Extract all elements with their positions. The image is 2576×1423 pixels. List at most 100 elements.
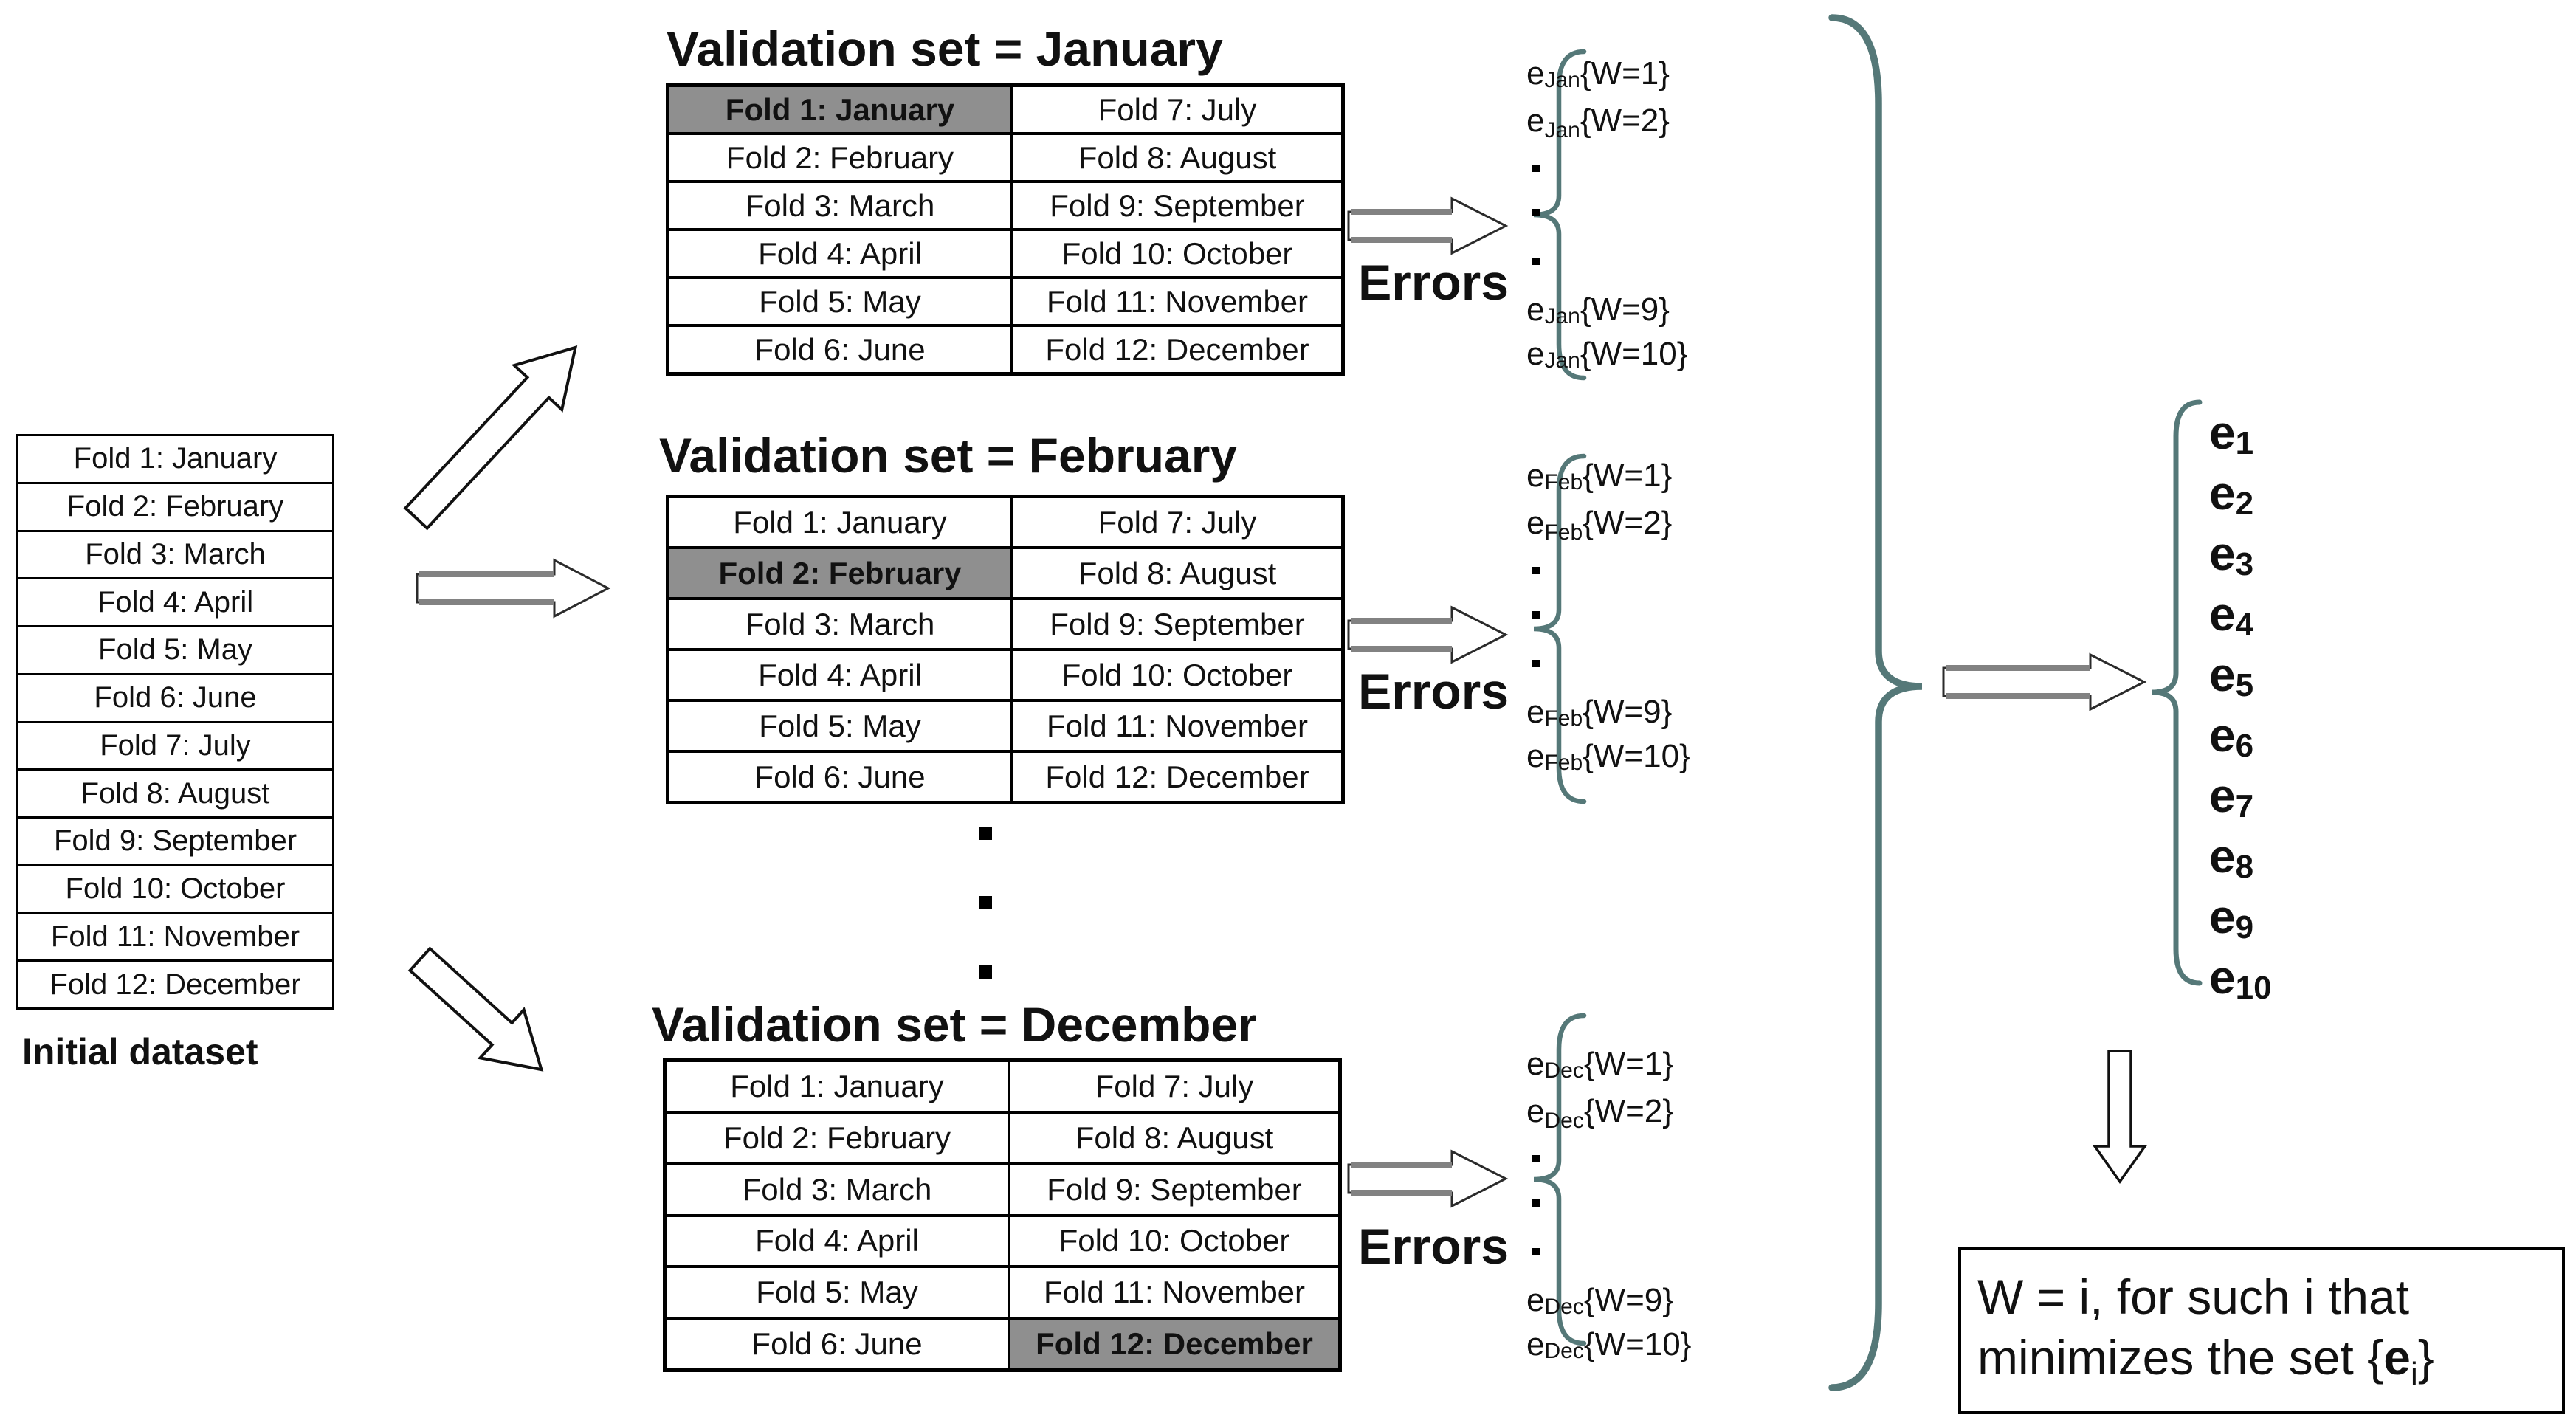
dot-icon (1532, 258, 1540, 265)
fold-row: Fold 9: September (18, 816, 332, 864)
errors-arrow-january-icon (1347, 196, 1509, 255)
error-letter: e (1526, 292, 1545, 328)
error-letter: e (2209, 406, 2236, 459)
fold-cell: Fold 11: November (1012, 700, 1343, 751)
error-ellipsis-dot (1526, 235, 1851, 288)
fold-row: Fold 2: February (18, 481, 332, 530)
fold-cell: Fold 7: July (1012, 86, 1343, 134)
errors-arrow-december-icon (1347, 1149, 1509, 1208)
down-arrow-icon (2092, 1050, 2148, 1185)
fold-cell: Fold 1: January (665, 1061, 1009, 1112)
error-w-value: {W=2} (1583, 505, 1673, 541)
error-index-subscript: 10 (2235, 969, 2272, 1006)
highlighted-fold-cell: Fold 12: December (1009, 1318, 1340, 1370)
error-letter: e (1526, 694, 1545, 730)
error-letter: e (2209, 890, 2236, 943)
error-index-subscript: 1 (2235, 424, 2254, 461)
error-month-subscript: Jan (1544, 348, 1580, 373)
fold-row: Fold 3: March (18, 529, 332, 578)
error-w-value: {W=1} (1583, 1046, 1673, 1082)
error-letter: e (1526, 103, 1545, 139)
highlighted-fold-cell: Fold 2: February (668, 548, 1012, 599)
fold-cell: Fold 3: March (665, 1163, 1009, 1216)
ellipsis-dot (979, 965, 992, 979)
result-line-1: W = i, for such i that (1977, 1269, 2410, 1324)
initial-dataset-label: Initial dataset (22, 1031, 258, 1072)
error-index-subscript: 3 (2235, 545, 2254, 582)
fold-cell: Fold 11: November (1012, 278, 1343, 325)
error-index-subscript: 8 (2235, 848, 2254, 885)
fold-cell: Fold 8: August (1009, 1112, 1340, 1164)
dot-icon (1532, 660, 1540, 667)
error-w-value: {W=1} (1580, 55, 1670, 92)
error-index-subscript: 9 (2235, 909, 2254, 945)
error-letter: e (1526, 1093, 1545, 1129)
errors-label-january: Errors (1357, 255, 1509, 311)
fold-cell: Fold 10: October (1012, 230, 1343, 278)
validation-title-december: Validation set = December (652, 997, 1257, 1052)
fold-cell: Fold 5: May (665, 1267, 1009, 1319)
fold-cell: Fold 7: July (1009, 1061, 1340, 1112)
fold-cell: Fold 11: November (1009, 1267, 1340, 1319)
fold-cell: Fold 10: October (1012, 650, 1343, 700)
error-w-value: {W=10} (1580, 336, 1688, 372)
error-month-subscript: Feb (1544, 470, 1583, 495)
error-w-value: {W=9} (1583, 694, 1673, 730)
fold-row: Fold 12: December (18, 959, 332, 1007)
source-arrow-january-icon (403, 345, 578, 531)
fold-cell: Fold 7: July (1012, 497, 1343, 548)
error-w-value: {W=9} (1583, 1282, 1673, 1318)
highlighted-fold-cell: Fold 1: January (668, 86, 1012, 134)
result-line-2: minimizes the set {ei} (1977, 1329, 2562, 1393)
validation-title-february: Validation set = February (659, 428, 1238, 483)
dot-icon (1532, 1248, 1540, 1255)
error-ellipsis-dot (1526, 1225, 1851, 1278)
fold-row: Fold 11: November (18, 912, 332, 960)
fold-cell: Fold 6: June (668, 325, 1012, 373)
fold-cell: Fold 9: September (1012, 599, 1343, 650)
fold-cell: Fold 9: September (1009, 1163, 1340, 1216)
dot-icon (1532, 567, 1540, 574)
error-letter: e (1526, 1326, 1545, 1362)
error-ellipsis-dot (1526, 548, 1851, 593)
result-e-letter: e (2383, 1330, 2411, 1385)
result-line-2-text: minimizes the set { (1977, 1330, 2384, 1385)
fold-cell: Fold 10: October (1009, 1215, 1340, 1267)
validation-title-january: Validation set = January (667, 21, 1223, 76)
error-month-subscript: Dec (1544, 1339, 1584, 1363)
error-month-subscript: Jan (1544, 68, 1580, 92)
error-letter: e (2209, 709, 2236, 762)
error-month-subscript: Dec (1544, 1058, 1584, 1083)
source-arrow-december-icon (407, 946, 544, 1072)
error-w-value: {W=10} (1583, 1326, 1692, 1362)
dot-icon (1532, 1199, 1540, 1207)
error-letter: e (1526, 55, 1545, 92)
error-index-subscript: 7 (2235, 788, 2254, 824)
error-letter: e (2209, 648, 2236, 701)
error-letter: e (2209, 951, 2236, 1004)
fold-cell: Fold 2: February (665, 1112, 1009, 1164)
aggregate-arrow-icon (1942, 652, 2147, 712)
fold-cell: Fold 2: February (668, 134, 1012, 182)
errors-label-february: Errors (1357, 664, 1509, 720)
fold-cell: Fold 12: December (1012, 751, 1343, 802)
result-box: W = i, for such i that minimizes the set… (1958, 1247, 2565, 1414)
fold-cell: Fold 5: May (668, 278, 1012, 325)
